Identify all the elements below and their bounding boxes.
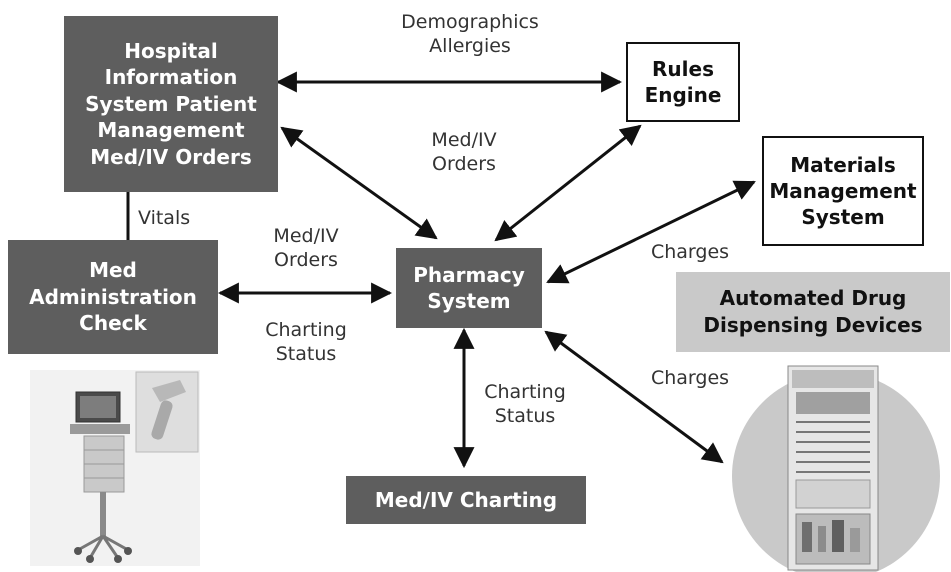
label-med-iv-orders-left: Med/IV Orders — [273, 225, 339, 272]
label-med-iv-orders-top: Med/IV Orders — [431, 129, 497, 176]
node-pharmacy-label: Pharmacy System — [413, 263, 525, 313]
node-mac-label: Med Administration Check — [29, 258, 197, 336]
cabinet-illustration — [732, 365, 940, 572]
node-pharmacy-system: Pharmacy System — [396, 248, 542, 328]
node-materials-label: Materials Management System — [769, 153, 917, 229]
node-rules-engine: Rules Engine — [626, 42, 740, 122]
node-automated-drug-dispensing: Automated Drug Dispensing Devices — [676, 272, 950, 352]
label-demographics-allergies: Demographics Allergies — [401, 11, 539, 58]
node-adds-label: Automated Drug Dispensing Devices — [703, 286, 923, 337]
dispensing-cabinet-image — [726, 356, 946, 572]
edge-pharmacy-materials — [546, 180, 756, 284]
label-charges-materials: Charges — [650, 241, 730, 263]
label-charges-dispensing: Charges — [650, 367, 730, 389]
node-med-administration-check: Med Administration Check — [8, 240, 218, 354]
medication-cart-image — [30, 370, 200, 566]
node-hospital-information-system: Hospital Information System Patient Mana… — [64, 16, 278, 192]
label-vitals: Vitals — [138, 207, 191, 229]
node-med-iv-charting: Med/IV Charting — [346, 476, 586, 524]
node-rules-label: Rules Engine — [644, 57, 722, 107]
edge-his-pharmacy — [280, 126, 438, 240]
label-charting-status-bottom: Charting Status — [484, 381, 566, 428]
node-his-label: Hospital Information System Patient Mana… — [85, 39, 257, 169]
edge-pharmacy-adds — [544, 330, 724, 464]
node-materials-management: Materials Management System — [762, 136, 924, 246]
cart-illustration — [30, 370, 200, 566]
node-charting-label: Med/IV Charting — [374, 488, 558, 512]
label-charting-status-left: Charting Status — [265, 319, 347, 366]
